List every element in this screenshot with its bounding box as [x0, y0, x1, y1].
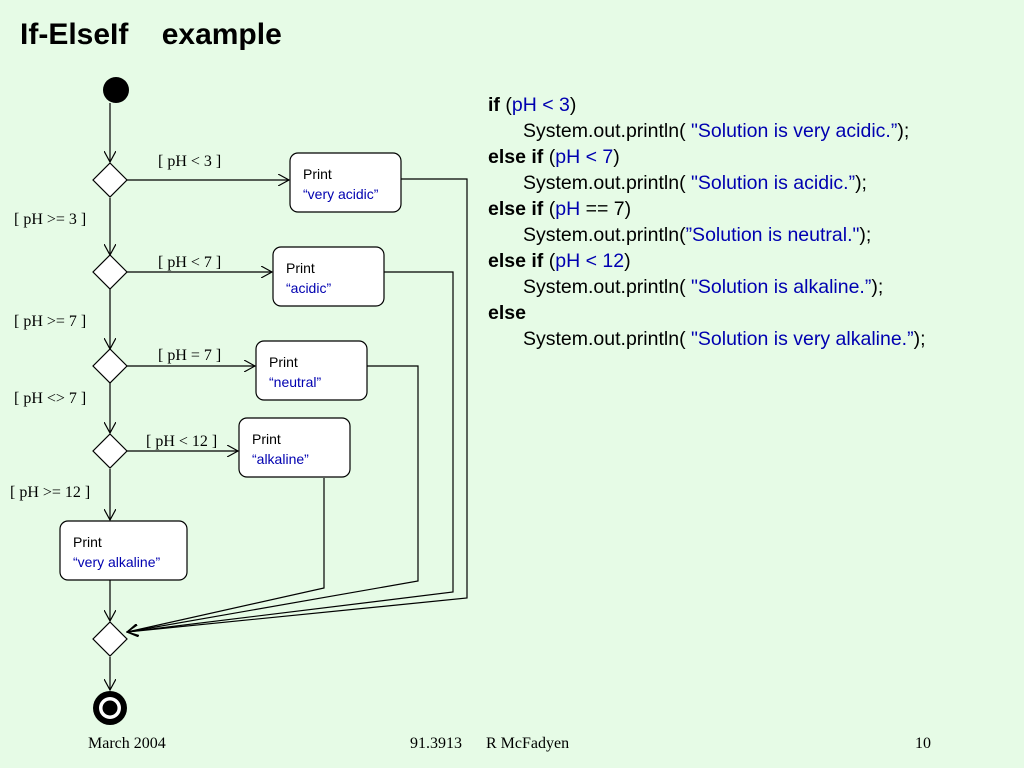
guard-label: [ pH < 12 ] — [146, 433, 217, 450]
activity-print-label: Print — [73, 534, 102, 550]
guard-label: [ pH < 3 ] — [158, 153, 221, 170]
footer-course: 91.3913 R McFadyen — [410, 735, 570, 752]
activity-print-label: Print — [286, 260, 315, 276]
footer-date: March 2004 — [88, 735, 166, 752]
guard-label: [ pH >= 3 ] — [14, 211, 86, 228]
activity-print-label: Print — [269, 354, 298, 370]
code-line: System.out.println( "Solution is alkalin… — [523, 276, 884, 298]
guard-label: [ pH <> 7 ] — [14, 390, 86, 407]
activity-message: “acidic” — [286, 280, 331, 296]
decision-node-4 — [92, 433, 128, 469]
code-line: else if (pH == 7) — [488, 198, 632, 220]
return-alkaline — [127, 478, 325, 632]
guard-label: [ pH < 7 ] — [158, 254, 221, 271]
guard-label: [ pH = 7 ] — [158, 347, 221, 364]
activity-message: “alkaline” — [252, 451, 309, 467]
decision-node-2 — [92, 254, 128, 290]
guard-label: [ pH >= 7 ] — [14, 313, 86, 330]
return-neutral — [127, 365, 419, 632]
code-line: System.out.println(”Solution is neutral.… — [523, 224, 872, 246]
activity-print-label: Print — [303, 166, 332, 182]
merge-node — [92, 621, 128, 657]
activity-box-acidic — [272, 246, 385, 307]
code-line: else if (pH < 12) — [488, 250, 631, 272]
code-line: System.out.println( "Solution is very al… — [523, 328, 926, 350]
code-line: else — [488, 302, 526, 324]
guard-label: [ pH >= 12 ] — [10, 484, 90, 501]
code-line: System.out.println( "Solution is acidic.… — [523, 172, 867, 194]
return-acidic — [127, 271, 454, 632]
final-node-inner — [102, 700, 118, 716]
code-line: if (pH < 3) — [488, 94, 577, 116]
return-veryacidic — [127, 178, 468, 632]
code-line: System.out.println( "Solution is very ac… — [523, 120, 910, 142]
activity-message: “very acidic” — [303, 186, 379, 202]
initial-node — [103, 77, 129, 103]
activity-message: “very alkaline” — [73, 554, 160, 570]
activity-print-label: Print — [252, 431, 281, 447]
activity-box-alkaline — [238, 417, 351, 478]
decision-node-3 — [92, 348, 128, 384]
activity-box-very-alkaline — [59, 520, 188, 581]
decision-node-1 — [92, 162, 128, 198]
activity-message: “neutral” — [269, 374, 321, 390]
code-line: else if (pH < 7) — [488, 146, 620, 168]
code-listing: if (pH < 3) System.out.println( "Solution… — [488, 92, 926, 352]
activity-box-neutral — [255, 340, 368, 401]
footer-page-number: 10 — [915, 735, 931, 752]
activity-box-very-acidic — [289, 152, 402, 213]
slide-title: If-ElseIf example — [20, 18, 282, 51]
